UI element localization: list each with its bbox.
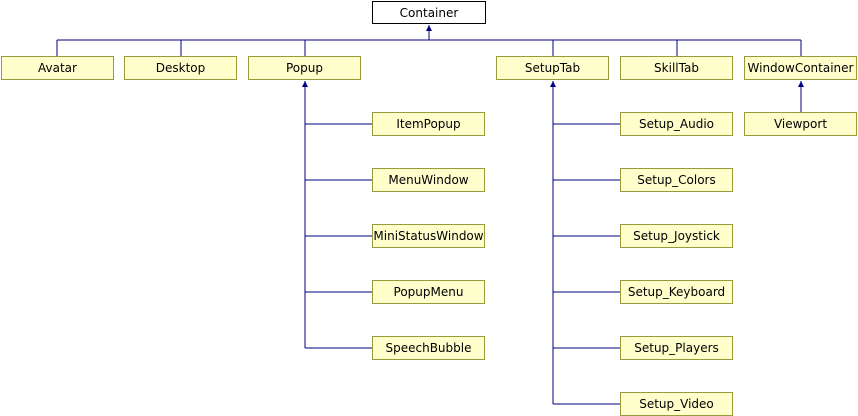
node-popupmenu[interactable]: PopupMenu bbox=[372, 280, 485, 304]
arrowhead-setuptab bbox=[550, 81, 556, 87]
edges-layer bbox=[56, 25, 804, 405]
node-setuptab[interactable]: SetupTab bbox=[496, 56, 609, 80]
node-menuwindow[interactable]: MenuWindow bbox=[372, 168, 485, 192]
node-ministatuswindow[interactable]: MiniStatusWindow bbox=[372, 224, 485, 248]
node-viewport[interactable]: Viewport bbox=[744, 112, 857, 136]
node-setup-audio[interactable]: Setup_Audio bbox=[620, 112, 733, 136]
node-speechbubble[interactable]: SpeechBubble bbox=[372, 336, 485, 360]
node-container[interactable]: Container bbox=[372, 1, 486, 24]
node-skilltab[interactable]: SkillTab bbox=[620, 56, 733, 80]
arrowhead-container bbox=[426, 25, 432, 31]
node-setup-keyboard[interactable]: Setup_Keyboard bbox=[620, 280, 733, 304]
node-setup-joystick[interactable]: Setup_Joystick bbox=[620, 224, 733, 248]
arrowhead-windowcontainer bbox=[798, 81, 804, 87]
node-setup-video[interactable]: Setup_Video bbox=[620, 392, 733, 416]
node-setup-players[interactable]: Setup_Players bbox=[620, 336, 733, 360]
node-popup[interactable]: Popup bbox=[248, 56, 361, 80]
node-avatar[interactable]: Avatar bbox=[1, 56, 114, 80]
node-itempopup[interactable]: ItemPopup bbox=[372, 112, 485, 136]
arrowhead-popup bbox=[302, 81, 308, 87]
node-setup-colors[interactable]: Setup_Colors bbox=[620, 168, 733, 192]
node-desktop[interactable]: Desktop bbox=[124, 56, 237, 80]
node-windowcontainer[interactable]: WindowContainer bbox=[744, 56, 857, 80]
